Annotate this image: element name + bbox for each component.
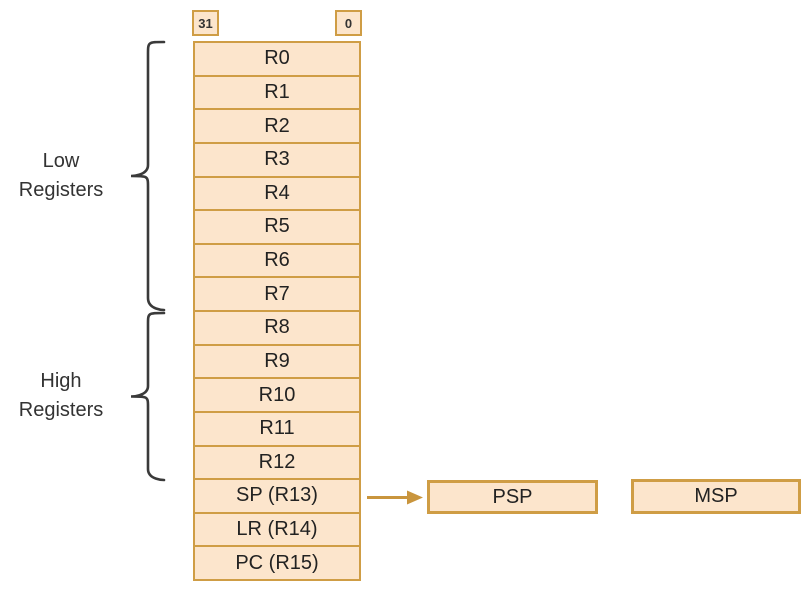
register-row-r6: R6 xyxy=(195,242,359,277)
register-column: R0 R1 R2 R3 R4 R5 R6 R7 R8 R9 R10 R11 R1… xyxy=(193,41,361,581)
high-registers-label-line2: Registers xyxy=(18,399,104,421)
high-registers-label-line1: High xyxy=(40,370,82,392)
register-row-r11: R11 xyxy=(195,410,359,445)
high-registers-brace xyxy=(130,311,166,482)
register-row-r1: R1 xyxy=(195,74,359,109)
register-row-r10: R10 xyxy=(195,377,359,411)
bit-0-box: 0 xyxy=(335,10,362,36)
high-registers-label: High Registers xyxy=(0,367,122,425)
psp-box: PSP xyxy=(427,480,598,514)
register-row-pc-r15: PC (R15) xyxy=(195,545,359,579)
register-row-lr-r14: LR (R14) xyxy=(195,511,359,546)
register-row-r4: R4 xyxy=(195,175,359,210)
register-row-r0: R0 xyxy=(264,47,290,70)
register-row-sp-r13: SP (R13) xyxy=(195,478,359,512)
register-row-r12: R12 xyxy=(195,444,359,479)
register-row-r2: R2 xyxy=(195,108,359,142)
low-registers-label: Low Registers xyxy=(0,147,122,205)
arrow-right-icon xyxy=(367,490,423,505)
low-registers-label-line2: Registers xyxy=(18,179,104,201)
register-row-r9: R9 xyxy=(195,343,359,378)
register-row-r5: R5 xyxy=(195,209,359,243)
bit-31-box: 31 xyxy=(192,10,219,36)
msp-box: MSP xyxy=(631,479,801,514)
register-row-r3: R3 xyxy=(195,141,359,176)
low-registers-brace xyxy=(130,40,166,312)
register-row-r8: R8 xyxy=(195,310,359,344)
register-row-r7: R7 xyxy=(195,276,359,310)
low-registers-label-line1: Low xyxy=(42,150,80,172)
